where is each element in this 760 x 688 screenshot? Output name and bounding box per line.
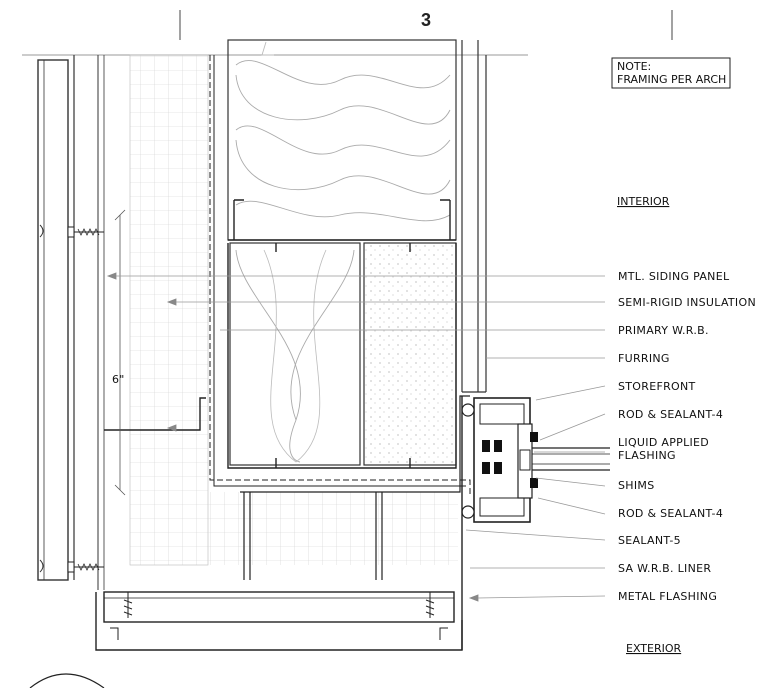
leader-lines (116, 275, 606, 599)
sill-studs (243, 492, 383, 580)
stud-channels (227, 243, 457, 469)
gaskets (482, 432, 538, 488)
callout-primary-wrb: PRIMARY W.R.B. (618, 324, 709, 337)
semi-rigid-insulation-lower (208, 492, 458, 565)
callout-rod-sealant-lower: ROD & SEALANT-4 (618, 507, 723, 520)
note-line-1: NOTE: (617, 60, 651, 73)
batt-insulation-lower (229, 242, 361, 466)
semi-rigid-insulation-zone (129, 54, 209, 566)
flashing-fasteners (123, 592, 435, 618)
backer-rod-lower (461, 505, 475, 519)
dimension-line (114, 209, 126, 496)
callout-furring: FURRING (618, 352, 670, 365)
callout-metal-flashing: METAL FLASHING (618, 590, 717, 603)
section-marker-arc (29, 673, 105, 688)
callout-storefront: STOREFRONT (618, 380, 696, 393)
callout-sealant-5: SEALANT-5 (618, 534, 681, 547)
metal-siding-panel (37, 55, 105, 590)
callout-mtl-siding-panel: MTL. SIDING PANEL (618, 270, 730, 283)
interior-wall (461, 40, 487, 393)
callout-sa-wrb-liner: SA W.R.B. LINER (618, 562, 711, 575)
exterior-label: EXTERIOR (626, 642, 682, 655)
metal-flashing (95, 396, 463, 651)
callout-shims: SHIMS (618, 479, 654, 492)
primary-wrb (209, 55, 471, 495)
note-line-2: FRAMING PER ARCH (617, 73, 726, 86)
sa-wrb-liner (240, 395, 470, 493)
batt-insulation-upper (227, 39, 457, 241)
fastener-upper (67, 226, 104, 238)
in-drawing-arrows (106, 272, 479, 602)
callout-semi-rigid-insulation: SEMI-RIGID INSULATION (618, 296, 756, 309)
backer-rod-upper (461, 403, 475, 417)
detail-number: 3 (421, 10, 431, 30)
callout-labels: INTERIOR MTL. SIDING PANEL SEMI-RIGID IN… (617, 195, 756, 655)
callout-liquid-applied: LIQUID APPLIED (618, 436, 709, 449)
note-box: NOTE: FRAMING PER ARCH (611, 57, 731, 89)
storefront-frame (473, 397, 610, 523)
interior-label: INTERIOR (617, 195, 670, 208)
callout-rod-sealant-upper: ROD & SEALANT-4 (618, 408, 723, 421)
header-block (363, 242, 457, 466)
sheathing (213, 55, 466, 487)
top-track (228, 199, 456, 241)
callout-flashing: FLASHING (618, 449, 676, 462)
fastener-lower (67, 561, 104, 573)
furring-zee (104, 397, 206, 431)
dimension-text: 6" (112, 373, 125, 386)
